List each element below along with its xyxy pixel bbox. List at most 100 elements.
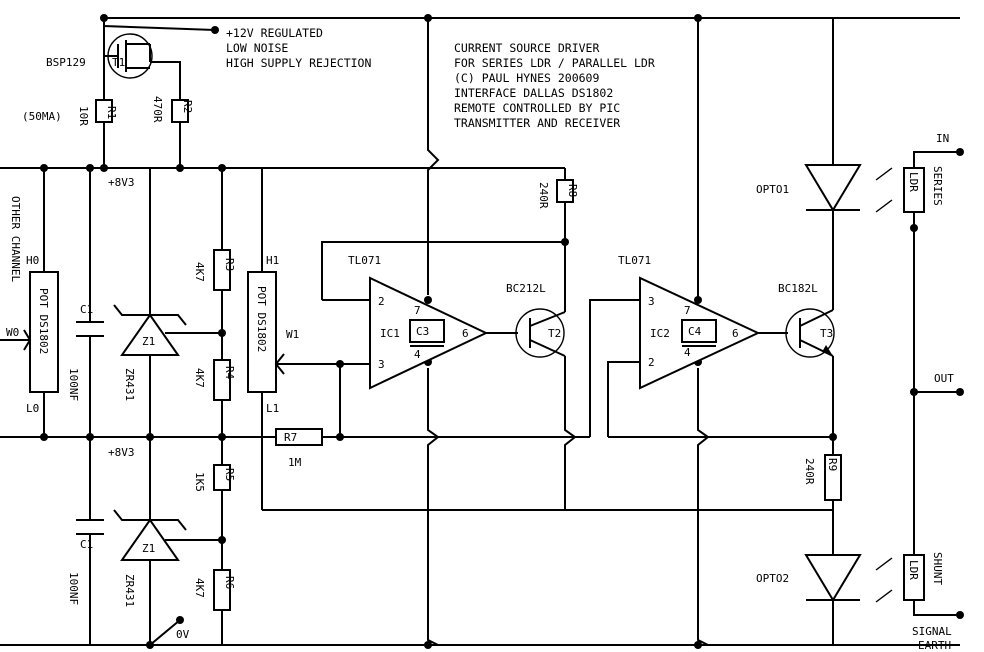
pots bbox=[0, 271, 296, 393]
t1-mosfet bbox=[104, 33, 153, 79]
c1-bot-value: 100NF bbox=[67, 572, 80, 605]
ic2-pin7: 7 bbox=[684, 304, 691, 317]
earth-label: EARTH bbox=[918, 639, 951, 652]
ic1-pin7: 7 bbox=[414, 304, 421, 317]
optos bbox=[804, 164, 893, 603]
r7-value: 1M bbox=[288, 456, 302, 469]
r2-body bbox=[171, 99, 189, 123]
ldrs bbox=[903, 167, 925, 601]
r2-label: R2 bbox=[181, 100, 194, 113]
t3-label: T3 bbox=[820, 327, 833, 340]
rail-top-label: +8V3 bbox=[108, 176, 135, 189]
r4-body bbox=[213, 359, 231, 401]
shunt-label: SHUNT bbox=[931, 552, 944, 585]
note-line-5: REMOTE CONTROLLED BY PIC bbox=[454, 101, 620, 115]
transistors bbox=[515, 308, 835, 358]
t2-label: T2 bbox=[548, 327, 561, 340]
zeners bbox=[113, 304, 187, 646]
supply-label: +12V REGULATED bbox=[226, 26, 323, 40]
r8-value: 240R bbox=[537, 182, 550, 209]
ldr2-label: LDR bbox=[907, 560, 920, 580]
ic1-label: IC1 bbox=[380, 327, 400, 340]
r3-label: R3 bbox=[223, 258, 236, 271]
in-label: IN bbox=[936, 132, 949, 145]
opamps bbox=[369, 276, 761, 390]
r8-body bbox=[556, 179, 574, 203]
bsp-label: BSP129 bbox=[46, 56, 86, 69]
ic1-pin2: 2 bbox=[378, 295, 385, 308]
w0-label: W0 bbox=[6, 326, 19, 339]
r4-label: R4 bbox=[223, 366, 236, 380]
r6-body bbox=[213, 569, 231, 611]
note-line-1: CURRENT SOURCE DRIVER bbox=[454, 41, 599, 55]
note-line-3: (C) PAUL HYNES 200609 bbox=[454, 71, 599, 85]
note-line-4: INTERFACE DALLAS DS1802 bbox=[454, 86, 613, 100]
r1-value: 10R bbox=[77, 106, 90, 126]
r3-value: 4K7 bbox=[193, 262, 206, 282]
ic1-pin6: 6 bbox=[462, 327, 469, 340]
r9-body bbox=[824, 454, 842, 501]
r6-label: R6 bbox=[223, 576, 236, 589]
note-line-6: TRANSMITTER AND RECEIVER bbox=[454, 116, 620, 130]
pot0-label: POT DS1802 bbox=[37, 288, 50, 354]
c1-top-label: C1 bbox=[80, 303, 93, 316]
ic2-pin2: 2 bbox=[648, 356, 655, 369]
series-label: SERIES bbox=[931, 166, 944, 206]
tl071-a-label: TL071 bbox=[348, 254, 381, 267]
z1-bot-type: ZR431 bbox=[123, 574, 136, 607]
ic2-label: IC2 bbox=[650, 327, 670, 340]
r9-value: 240R bbox=[803, 458, 816, 485]
resistors bbox=[95, 99, 842, 611]
l0-label: L0 bbox=[26, 402, 39, 415]
out-label: OUT bbox=[934, 372, 954, 385]
zero-v-label: 0V bbox=[176, 628, 190, 641]
l1-label: L1 bbox=[266, 402, 279, 415]
r7-label: R7 bbox=[284, 431, 297, 444]
bc212-label: BC212L bbox=[506, 282, 546, 295]
h1-label: H1 bbox=[266, 254, 279, 267]
z1-top-label: Z1 bbox=[142, 335, 155, 348]
junctions bbox=[40, 14, 918, 649]
tl071-b-label: TL071 bbox=[618, 254, 651, 267]
r9-label: R9 bbox=[826, 458, 839, 471]
c1-top-value: 100NF bbox=[67, 368, 80, 401]
r5-value: 1K5 bbox=[193, 472, 206, 492]
pot1-label: POT DS1802 bbox=[255, 286, 268, 352]
c3-label: C3 bbox=[416, 325, 429, 338]
c1-bot-label: C1 bbox=[80, 538, 93, 551]
ic1-pin4: 4 bbox=[414, 348, 421, 361]
other-channel-label: OTHER CHANNEL bbox=[9, 196, 22, 282]
r5-label: R5 bbox=[223, 468, 236, 481]
r2-value: 470R bbox=[151, 96, 164, 123]
current-label: (50MA) bbox=[22, 110, 62, 123]
r5-body bbox=[213, 464, 231, 491]
r3-body bbox=[213, 249, 231, 291]
ldr1-label: LDR bbox=[907, 172, 920, 192]
low-noise-label: LOW NOISE bbox=[226, 41, 288, 55]
pot1-body bbox=[247, 271, 277, 393]
r6-value: 4K7 bbox=[193, 578, 206, 598]
ic1-pin3: 3 bbox=[378, 358, 385, 371]
pot0-body bbox=[29, 271, 59, 393]
signal-label: SIGNAL bbox=[912, 625, 952, 638]
ic2-pin6: 6 bbox=[732, 327, 739, 340]
r4-value: 4K7 bbox=[193, 368, 206, 388]
ic2-pin4: 4 bbox=[684, 346, 691, 359]
note-line-2: FOR SERIES LDR / PARALLEL LDR bbox=[454, 56, 655, 70]
r1-body bbox=[95, 99, 113, 123]
r1-label: R1 bbox=[105, 106, 118, 119]
capacitors bbox=[76, 321, 104, 535]
bc182-label: BC182L bbox=[778, 282, 818, 295]
t1-label: T1 bbox=[112, 56, 125, 69]
z1-top-type: ZR431 bbox=[123, 368, 136, 401]
r8-label: R8 bbox=[566, 184, 579, 197]
ic2-pin3: 3 bbox=[648, 295, 655, 308]
opto2-label: OPTO2 bbox=[756, 572, 789, 585]
opto1-label: OPTO1 bbox=[756, 183, 789, 196]
c4-label: C4 bbox=[688, 325, 702, 338]
r7-body bbox=[275, 428, 323, 446]
w1-label: W1 bbox=[286, 328, 299, 341]
h0-label: H0 bbox=[26, 254, 39, 267]
